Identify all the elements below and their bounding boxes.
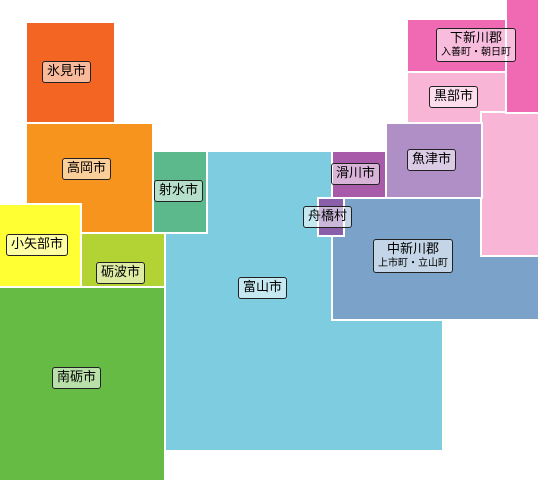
label-shimoniikawa-name: 下新川郡: [449, 31, 502, 46]
label-uozu[interactable]: 魚津市: [407, 149, 457, 171]
label-kurobe[interactable]: 黒部市: [429, 86, 479, 108]
label-nakaniikawa-sub: 上市町・立山町: [378, 258, 448, 269]
label-toyama[interactable]: 富山市: [238, 277, 288, 299]
label-nakaniikawa-name: 中新川郡: [386, 242, 439, 257]
region-himi[interactable]: [25, 21, 116, 125]
label-himi[interactable]: 氷見市: [42, 61, 92, 83]
label-oyabe[interactable]: 小矢部市: [6, 234, 69, 256]
region-kurobe-east[interactable]: [480, 111, 538, 257]
label-funahashi[interactable]: 舟橋村: [303, 206, 353, 228]
label-nanto[interactable]: 南砺市: [52, 367, 102, 389]
label-imizu[interactable]: 射水市: [154, 180, 204, 202]
label-shimoniikawa[interactable]: 下新川郡 入善町・朝日町: [436, 28, 516, 62]
label-nakaniikawa[interactable]: 中新川郡 上市町・立山町: [373, 239, 453, 273]
label-tonami[interactable]: 砺波市: [96, 262, 146, 284]
label-namerikawa[interactable]: 滑川市: [331, 163, 381, 185]
label-takaoka[interactable]: 高岡市: [62, 158, 112, 180]
label-shimoniikawa-sub: 入善町・朝日町: [441, 47, 511, 58]
